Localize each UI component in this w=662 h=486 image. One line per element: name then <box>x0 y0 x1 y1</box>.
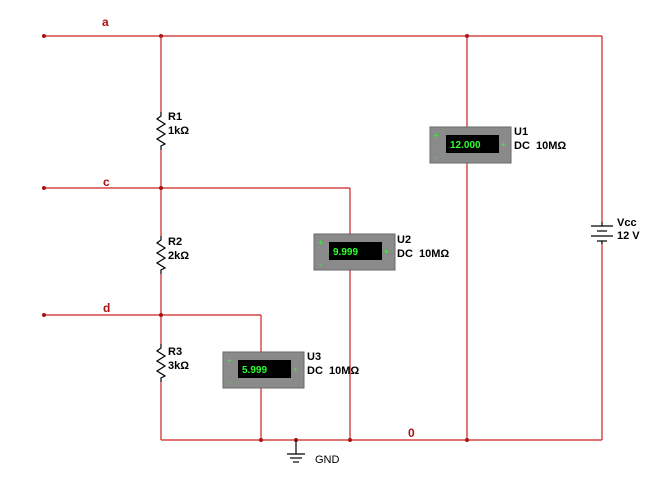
ground-label: GND <box>315 454 340 466</box>
junction <box>348 438 352 442</box>
terminal-icon: + <box>293 365 298 374</box>
terminal-icon: + <box>384 247 389 256</box>
r1-ref-label: R1 <box>168 111 182 123</box>
voltmeter-u2[interactable]: 9.999 + - + <box>313 233 396 271</box>
minus-terminal-icon: - <box>227 378 232 387</box>
terminal-c[interactable] <box>42 186 46 190</box>
voltmeter-u3[interactable]: 5.999 + - + <box>222 351 305 389</box>
junction <box>259 438 263 442</box>
r1-value-label: 1kΩ <box>168 125 189 137</box>
u2-mode-label: DC 10MΩ <box>397 248 449 260</box>
vcc-ref-label: Vcc <box>617 217 637 229</box>
net-label-c: c <box>103 175 110 189</box>
voltmeter-u1[interactable]: 12.000 + - + <box>429 126 512 164</box>
minus-terminal-icon: - <box>318 260 323 269</box>
resistor-r2-symbol[interactable] <box>155 236 167 274</box>
terminal-icon: + <box>501 140 506 149</box>
resistor-r1-symbol[interactable] <box>155 112 167 150</box>
net-label-d: d <box>103 301 110 315</box>
plus-terminal-icon: + <box>318 238 323 247</box>
junction <box>465 438 469 442</box>
r3-value-label: 3kΩ <box>168 360 189 372</box>
u2-ref-label: U2 <box>397 234 411 246</box>
r3-ref-label: R3 <box>168 346 182 358</box>
ground-icon[interactable] <box>287 453 305 463</box>
plus-terminal-icon: + <box>434 131 439 140</box>
battery-vcc[interactable] <box>591 222 613 244</box>
net-label-0: 0 <box>408 426 415 440</box>
terminal-d[interactable] <box>42 313 46 317</box>
vcc-value-label: 12 V <box>617 230 640 242</box>
r2-value-label: 2kΩ <box>168 250 189 262</box>
plus-terminal-icon: + <box>227 356 232 365</box>
minus-terminal-icon: - <box>434 153 439 162</box>
junction <box>159 313 163 317</box>
resistor-r3-symbol[interactable] <box>155 344 167 382</box>
u3-reading: 5.999 <box>242 365 267 376</box>
junction <box>159 186 163 190</box>
u1-reading: 12.000 <box>450 140 481 151</box>
u3-ref-label: U3 <box>307 351 321 363</box>
u1-mode-label: DC 10MΩ <box>514 140 566 152</box>
u1-ref-label: U1 <box>514 126 528 138</box>
u3-mode-label: DC 10MΩ <box>307 365 359 377</box>
terminal-a[interactable] <box>42 34 46 38</box>
net-label-a: a <box>102 15 109 29</box>
u2-reading: 9.999 <box>333 247 358 258</box>
r2-ref-label: R2 <box>168 236 182 248</box>
